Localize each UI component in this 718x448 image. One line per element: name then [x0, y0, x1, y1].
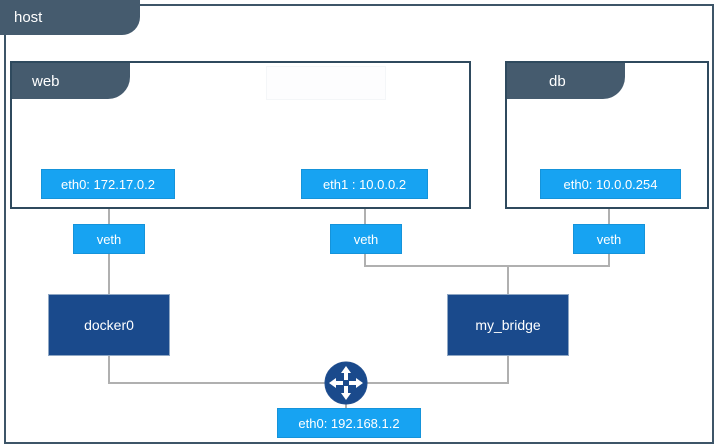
container-label-db: db	[549, 72, 566, 90]
host-label: host	[14, 9, 43, 26]
veth-box-3[interactable]: veth	[573, 224, 645, 254]
veth-label-3: veth	[596, 231, 622, 247]
container-header-web: web	[12, 63, 130, 99]
interface-web-eth0[interactable]: eth0: 172.17.0.2	[41, 169, 175, 199]
host-header-tab: host	[0, 0, 140, 35]
ghost-rectangle	[266, 66, 386, 100]
bridge-docker0-label: docker0	[84, 317, 134, 333]
interface-web-eth1-label: eth1 : 10.0.0.2	[322, 176, 407, 192]
container-header-db: db	[507, 63, 625, 99]
interface-db-eth0[interactable]: eth0: 10.0.0.254	[540, 169, 681, 199]
bridge-my-bridge[interactable]: my_bridge	[447, 294, 569, 356]
veth-label-1: veth	[96, 231, 122, 247]
veth-label-2: veth	[353, 231, 379, 247]
interface-host-eth0-label: eth0: 192.168.1.2	[298, 415, 400, 431]
router-icon[interactable]	[324, 361, 368, 405]
interface-db-eth0-label: eth0: 10.0.0.254	[563, 176, 658, 192]
bridge-docker0[interactable]: docker0	[48, 294, 170, 356]
bridge-my-bridge-label: my_bridge	[475, 317, 541, 333]
veth-box-1[interactable]: veth	[73, 224, 145, 254]
interface-web-eth1[interactable]: eth1 : 10.0.0.2	[301, 169, 428, 199]
line-veth-bus-horizontal	[364, 265, 610, 267]
interface-web-eth0-label: eth0: 172.17.0.2	[61, 176, 155, 192]
veth-box-2[interactable]: veth	[330, 224, 402, 254]
line-web-eth0-to-docker0	[108, 195, 110, 325]
line-docker0-to-bus	[108, 356, 110, 383]
line-bus-to-my-bridge	[507, 265, 509, 295]
line-bottom-bus	[108, 382, 509, 384]
container-label-web: web	[32, 72, 60, 90]
line-my-bridge-to-bus	[507, 356, 509, 383]
interface-host-eth0[interactable]: eth0: 192.168.1.2	[277, 408, 421, 438]
